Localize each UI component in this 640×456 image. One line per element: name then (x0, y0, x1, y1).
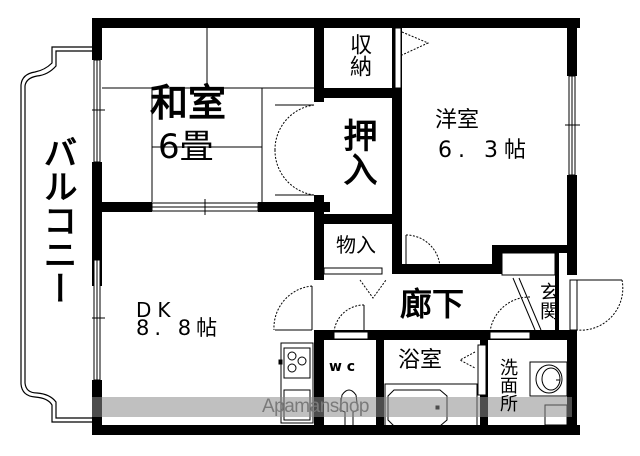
room-shuno-name: 収納 (346, 33, 371, 77)
room-washitsu-name: 和室 (150, 81, 227, 125)
room-senmenjo-name: 洗面所 (497, 358, 518, 412)
balcony-label: バルコニー (37, 135, 77, 305)
dk-door (273, 285, 313, 331)
room-genkan-name: 玄関 (537, 282, 559, 320)
room-dk-size: 8. 8帖 (136, 316, 223, 340)
watermark-band (92, 397, 572, 417)
monoire-door (323, 234, 441, 299)
wc-door (333, 304, 369, 340)
room-dk-name: DK (136, 298, 177, 322)
closet-doors (274, 104, 315, 196)
room-yoshitsu-name: 洋室 (435, 108, 480, 133)
genkan (501, 252, 624, 331)
room-monoire-name: 物入 (336, 233, 376, 257)
shuno-door (394, 27, 430, 89)
room-washitsu-size: 6畳 (158, 127, 214, 167)
window-east (565, 75, 580, 176)
bath-door (458, 344, 487, 396)
sliding-door-washitsu (151, 199, 259, 215)
room-yoshitsu-size: 6. 3帖 (438, 138, 532, 163)
balcony-outline (20, 46, 92, 423)
room-wc-name: w c (329, 359, 356, 375)
room-oshiire-name: 押入 (337, 118, 377, 186)
watermark-text: Apamanshop (262, 396, 369, 417)
room-yokushitsu-name: 浴室 (398, 348, 443, 373)
tatami-lines (102, 28, 314, 202)
window-west (92, 59, 105, 381)
room-roka-name: 廊下 (400, 285, 465, 323)
wash-basin (529, 361, 568, 426)
senmen-door (489, 296, 531, 340)
